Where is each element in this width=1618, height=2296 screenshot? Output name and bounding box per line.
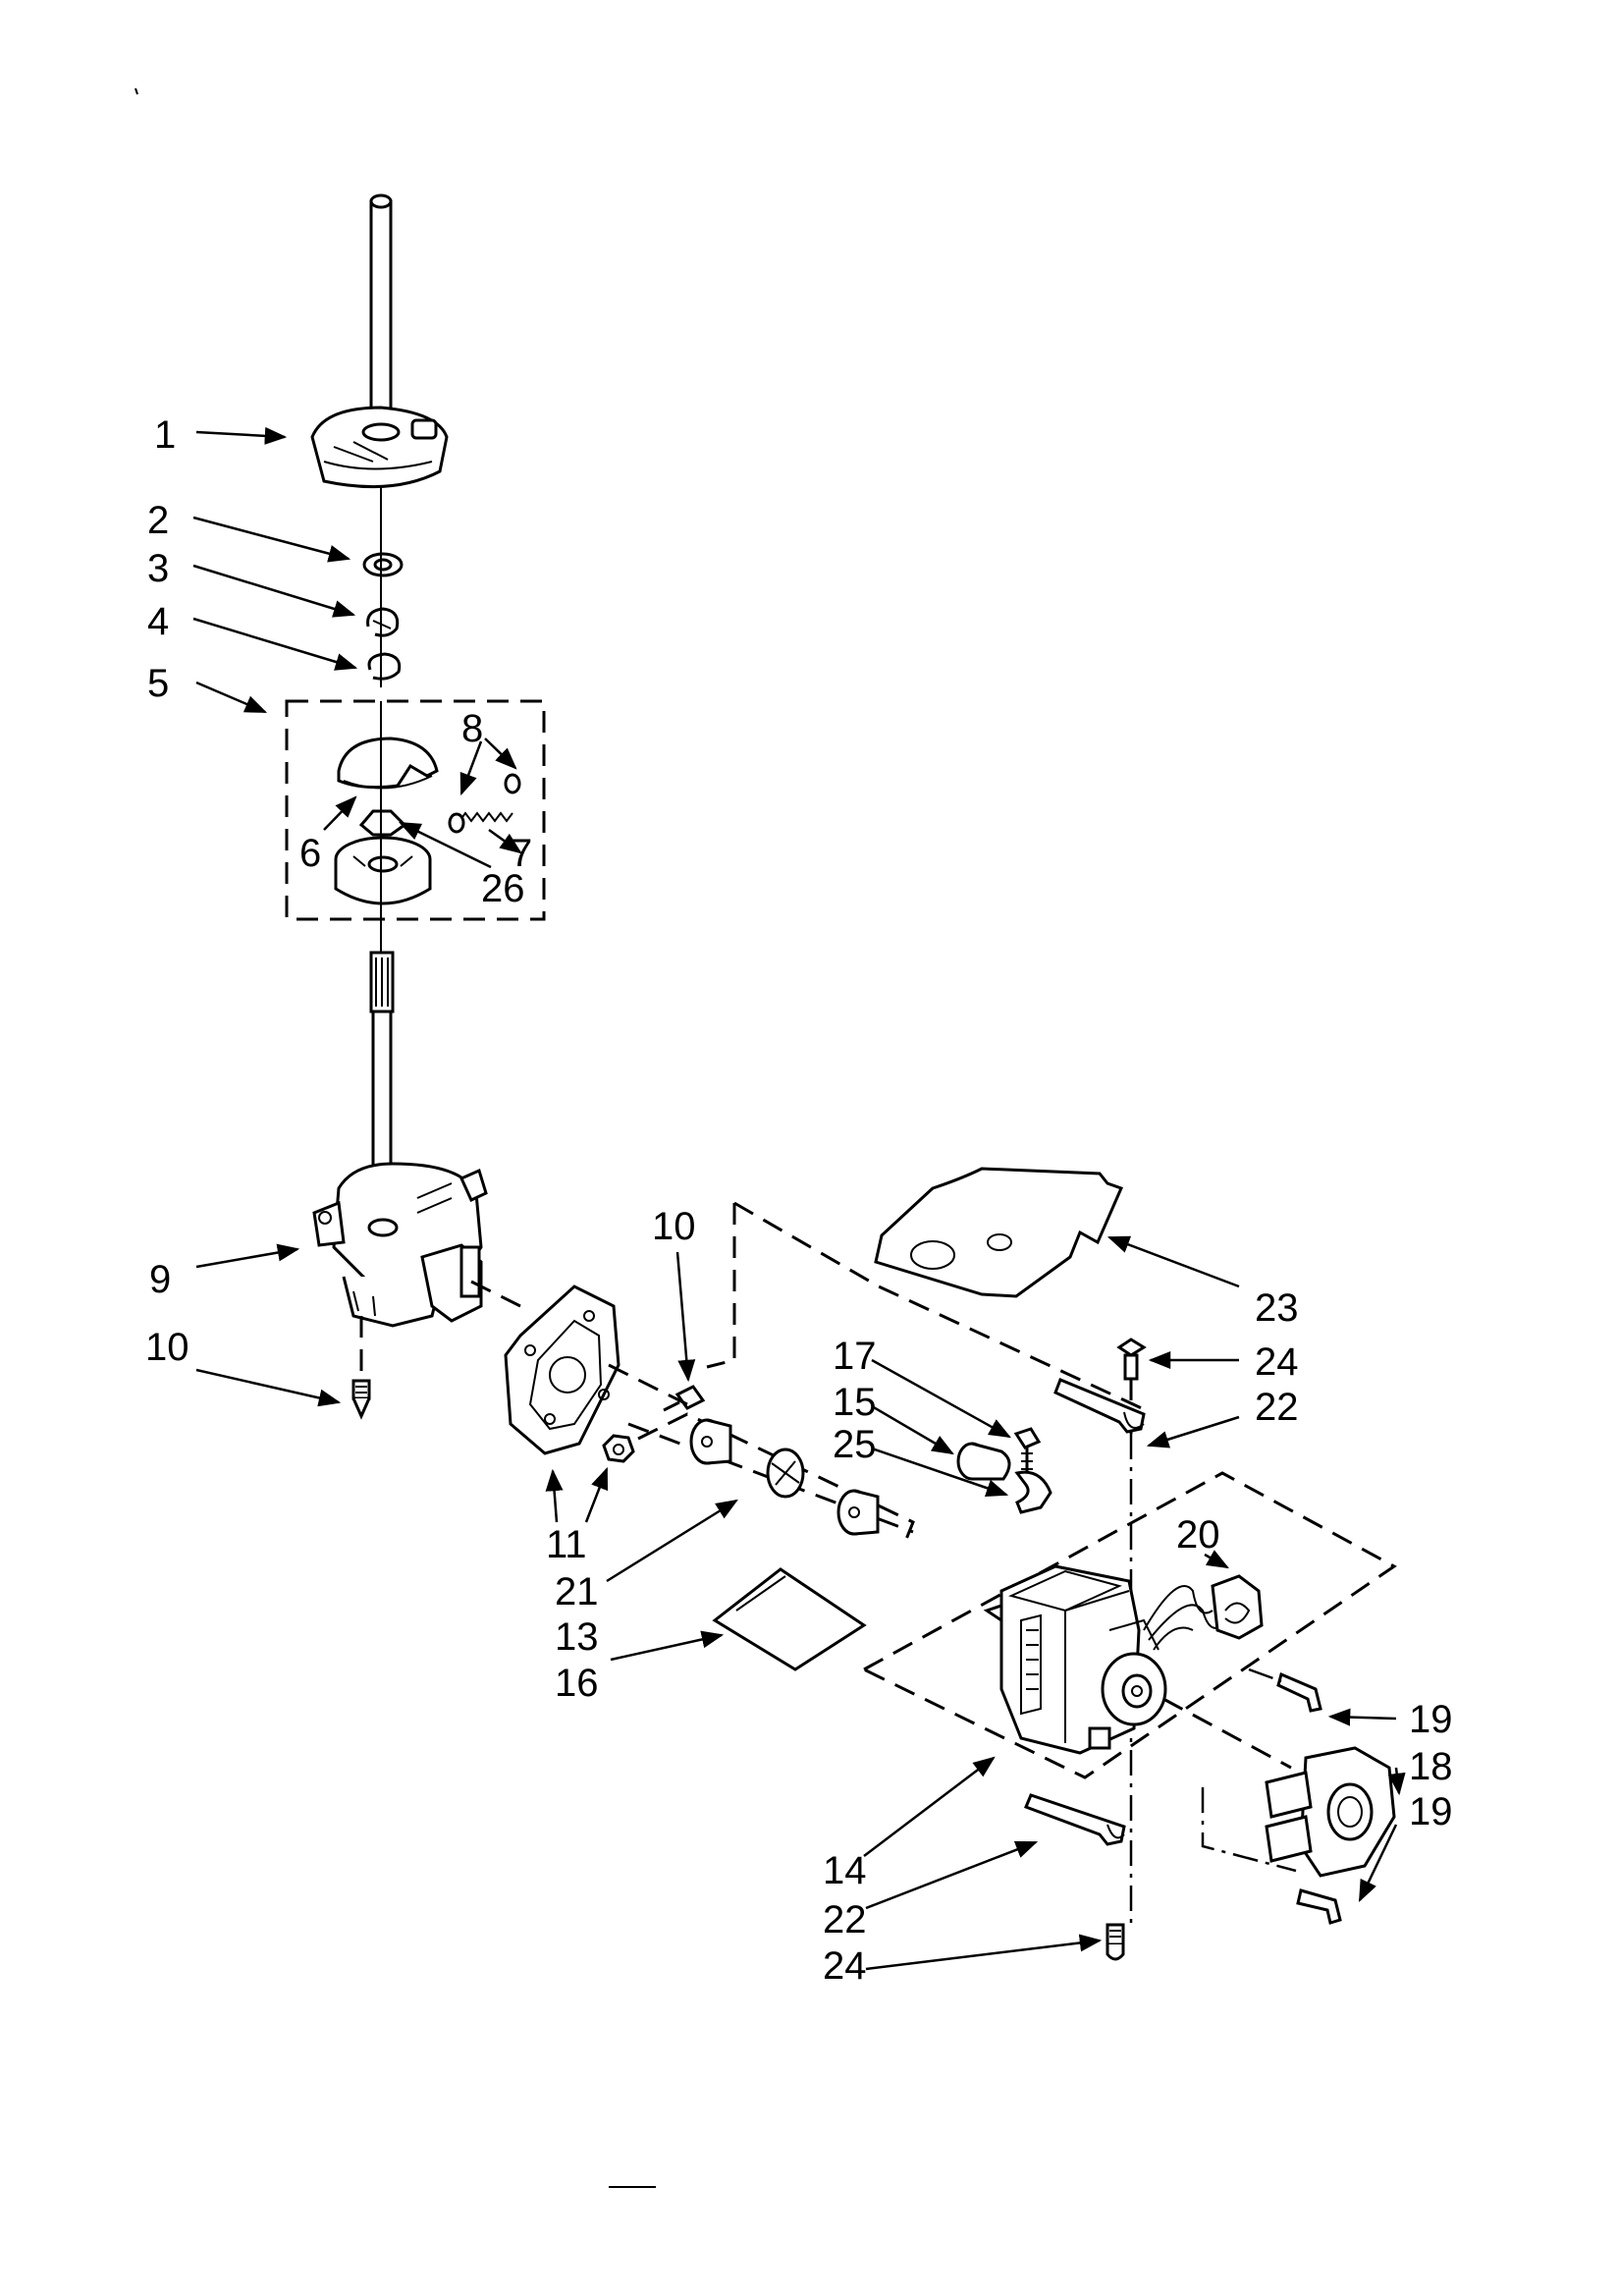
callout-9: 9	[149, 1258, 171, 1301]
callout-1: 1	[154, 413, 176, 457]
stray-mark	[135, 87, 138, 95]
part-3-retaining-clip	[366, 607, 400, 637]
callout-7: 7	[511, 832, 532, 875]
part-5-brake-assembly-group	[285, 699, 546, 921]
part-19-clip-lower	[1296, 1888, 1342, 1925]
part-13-coupling-set	[689, 1418, 880, 1536]
drive-shaft-top	[369, 193, 393, 535]
part-18-pump	[1265, 1746, 1396, 1878]
callout-11: 11	[546, 1523, 587, 1566]
callout-19-lower: 19	[1409, 1790, 1453, 1833]
part-1-cam-assembly	[310, 406, 449, 489]
part-8-spring-caps	[448, 773, 521, 834]
part-22-bracket-lower	[1024, 1793, 1126, 1846]
callout-2: 2	[147, 499, 169, 542]
part-15-capacitor	[956, 1442, 1011, 1481]
part-24-screw-lower	[1106, 1923, 1125, 1961]
part-25-clamp	[1014, 1470, 1052, 1514]
callout-8: 8	[461, 707, 483, 750]
callout-10-middle: 10	[652, 1205, 696, 1248]
callout-15: 15	[833, 1381, 877, 1424]
callout-5: 5	[147, 662, 169, 705]
dash-clip-upper	[1248, 1667, 1282, 1683]
part-17-screw	[1013, 1427, 1042, 1473]
dash-link-gearcase	[470, 1280, 521, 1308]
part-10-screw-left	[351, 1379, 371, 1420]
brake-hub	[334, 836, 432, 905]
dash-motor-pump	[1162, 1697, 1292, 1770]
coupling-hub-2	[836, 1489, 880, 1536]
part-2-washer	[362, 552, 404, 577]
callout-10-left: 10	[145, 1326, 189, 1369]
callout-22-lower: 22	[823, 1898, 867, 1941]
part-20-switch	[1211, 1574, 1264, 1640]
callout-16: 16	[555, 1662, 599, 1705]
part-23-shield-plate	[874, 1167, 1124, 1298]
callout-21: 21	[555, 1570, 599, 1613]
part-22-bracket-upper	[1053, 1378, 1146, 1434]
callout-24-lower: 24	[823, 1944, 867, 1988]
coupling-hub-1	[689, 1418, 732, 1465]
motor-group-box	[860, 1471, 1397, 1779]
part-26-retainer	[358, 809, 407, 837]
leader-lines	[192, 426, 1406, 1971]
part-11-mounting-plate	[504, 1285, 620, 1455]
callout-25: 25	[833, 1423, 877, 1466]
callout-23: 23	[1255, 1286, 1299, 1330]
part-16-pad	[712, 1567, 867, 1671]
callout-4: 4	[147, 600, 169, 643]
callout-14: 14	[823, 1849, 867, 1892]
part-21-nut	[602, 1434, 635, 1463]
callout-22-upper: 22	[1255, 1386, 1299, 1429]
part-9-gearcase	[312, 1162, 488, 1328]
callout-6: 6	[299, 832, 321, 875]
dash-path-screw	[706, 1203, 736, 1369]
callout-13: 13	[555, 1615, 599, 1659]
callout-17: 17	[833, 1335, 877, 1378]
callout-3: 3	[147, 547, 169, 590]
part-19-clip-upper	[1276, 1671, 1322, 1713]
part-4-snap-ring	[367, 652, 402, 681]
callout-24-upper: 24	[1255, 1340, 1299, 1384]
callout-20: 20	[1176, 1513, 1220, 1557]
part-7-spring	[458, 811, 513, 823]
callout-26: 26	[481, 867, 525, 910]
coupling-disc	[766, 1448, 805, 1499]
callout-18: 18	[1409, 1745, 1453, 1788]
part-24-screw-upper	[1116, 1338, 1147, 1381]
callout-labels: 1 2 3 4 5 6 7 8 9 10 10 11 21 13 16 17 1…	[145, 413, 1453, 1988]
part-14-motor	[983, 1564, 1167, 1755]
motor-wires	[1143, 1585, 1223, 1651]
part-10-screw-middle	[663, 1385, 706, 1412]
callout-19-upper: 19	[1409, 1698, 1453, 1741]
dash-pump-mount	[1201, 1787, 1297, 1873]
